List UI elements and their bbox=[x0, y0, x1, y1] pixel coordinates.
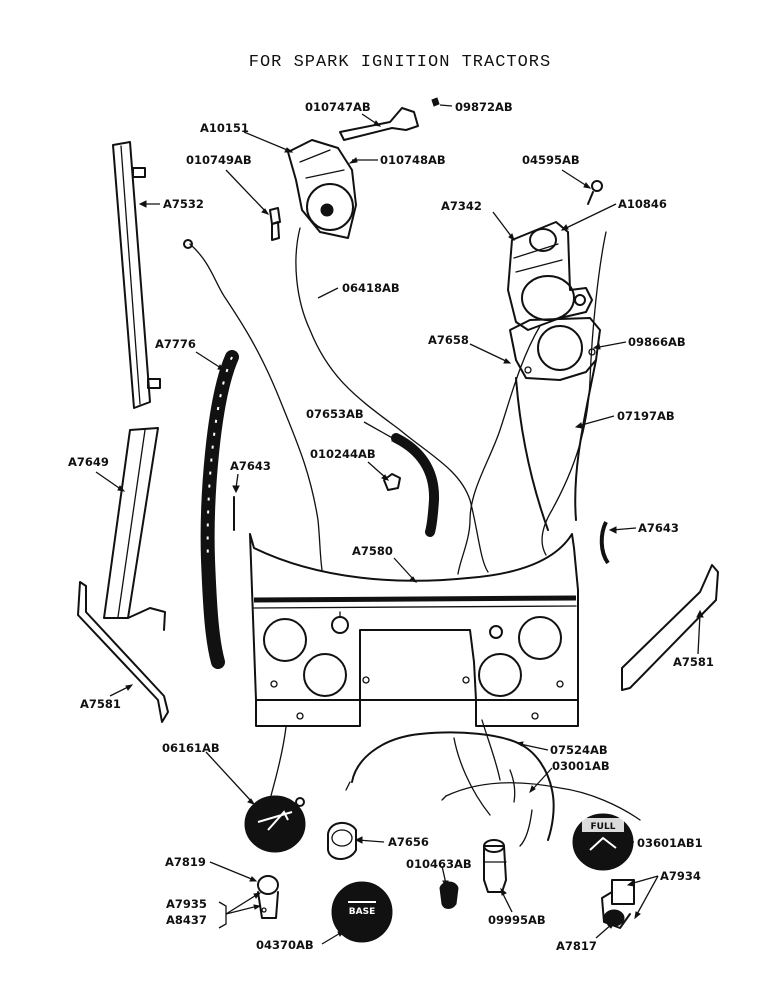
label-04370ab: 04370AB bbox=[256, 938, 314, 952]
label-010747ab: 010747AB bbox=[305, 100, 371, 114]
label-a7581-right: A7581 bbox=[673, 655, 714, 669]
bracket-010747ab bbox=[339, 107, 419, 141]
fuse-holder-a7819 bbox=[257, 875, 279, 919]
label-09995ab: 09995AB bbox=[488, 913, 546, 927]
fuel-gauge-text: FULL bbox=[591, 822, 616, 832]
wire-06418ab bbox=[295, 227, 489, 573]
oil-gauge-text: BASE bbox=[349, 907, 375, 917]
hose-07653ab bbox=[391, 433, 440, 537]
label-010463ab: 010463AB bbox=[406, 857, 472, 871]
label-03601ab1: 03601AB1 bbox=[637, 836, 703, 850]
column-body bbox=[515, 359, 597, 531]
label-a7656: A7656 bbox=[388, 835, 429, 849]
dash-panel-a7580 bbox=[249, 533, 579, 727]
label-a10151: A10151 bbox=[200, 121, 249, 135]
label-010749ab: 010749AB bbox=[186, 153, 252, 167]
label-a7935: A7935 bbox=[166, 897, 207, 911]
clip-010244ab bbox=[383, 473, 401, 491]
harness-03001ab bbox=[445, 782, 641, 821]
knob-010463ab bbox=[439, 881, 459, 909]
wire-07197ab bbox=[541, 231, 607, 556]
label-07524ab: 07524AB bbox=[550, 743, 608, 757]
label-a7581-left: A7581 bbox=[80, 697, 121, 711]
label-a7934: A7934 bbox=[660, 869, 701, 883]
label-06161ab: 06161AB bbox=[162, 741, 220, 755]
gauge-04370ab: BASE bbox=[331, 881, 393, 943]
callout-labels: 010747AB 09872AB A10151 010749AB 010748A… bbox=[68, 100, 714, 953]
switch-assembly-010748ab bbox=[287, 139, 357, 239]
hose-a7776 bbox=[200, 350, 239, 669]
brace-a7581-right bbox=[621, 564, 719, 691]
label-04595ab: 04595AB bbox=[522, 153, 580, 167]
label-a7643-right: A7643 bbox=[638, 521, 679, 535]
lamp-a7656 bbox=[327, 822, 357, 860]
label-09866ab: 09866AB bbox=[628, 335, 686, 349]
gauge-06161ab bbox=[244, 795, 306, 853]
label-07197ab: 07197AB bbox=[617, 409, 675, 423]
label-a7649: A7649 bbox=[68, 455, 109, 469]
stud-010749ab bbox=[269, 207, 281, 241]
channel-bracket-a7649 bbox=[103, 427, 166, 631]
wire-left-loose bbox=[189, 243, 323, 571]
label-a7819: A7819 bbox=[165, 855, 206, 869]
pin-09872ab bbox=[431, 97, 440, 107]
leader-lines bbox=[95, 104, 704, 945]
label-010748ab: 010748AB bbox=[380, 153, 446, 167]
label-a7658: A7658 bbox=[428, 333, 469, 347]
label-a7817: A7817 bbox=[556, 939, 597, 953]
brace-a7581-left bbox=[77, 581, 169, 723]
label-06418ab: 06418AB bbox=[342, 281, 400, 295]
eye-pin-04595ab bbox=[587, 180, 603, 205]
label-a7342: A7342 bbox=[441, 199, 482, 213]
label-a7643-left: A7643 bbox=[230, 459, 271, 473]
channel-strip-a7532 bbox=[112, 141, 161, 409]
label-09872ab: 09872AB bbox=[455, 100, 513, 114]
label-03001ab: 03001AB bbox=[552, 759, 610, 773]
label-a7776: A7776 bbox=[155, 337, 196, 351]
label-a10846: A10846 bbox=[618, 197, 667, 211]
gauge-03601ab1: FULL bbox=[572, 813, 634, 871]
harness-07524ab bbox=[351, 731, 555, 841]
switch-09995ab bbox=[483, 839, 507, 893]
label-010244ab: 010244AB bbox=[310, 447, 376, 461]
coil-assembly-a10846 bbox=[507, 221, 593, 331]
light-switch-a7934 bbox=[601, 879, 635, 929]
wire-coil-to-panel bbox=[457, 325, 541, 575]
label-a8437: A8437 bbox=[166, 913, 207, 927]
label-a7580: A7580 bbox=[352, 544, 393, 558]
page-title: FOR SPARK IGNITION TRACTORS bbox=[249, 53, 551, 72]
label-07653ab: 07653AB bbox=[306, 407, 364, 421]
label-a7532: A7532 bbox=[163, 197, 204, 211]
clip-a7643-right bbox=[599, 521, 610, 565]
